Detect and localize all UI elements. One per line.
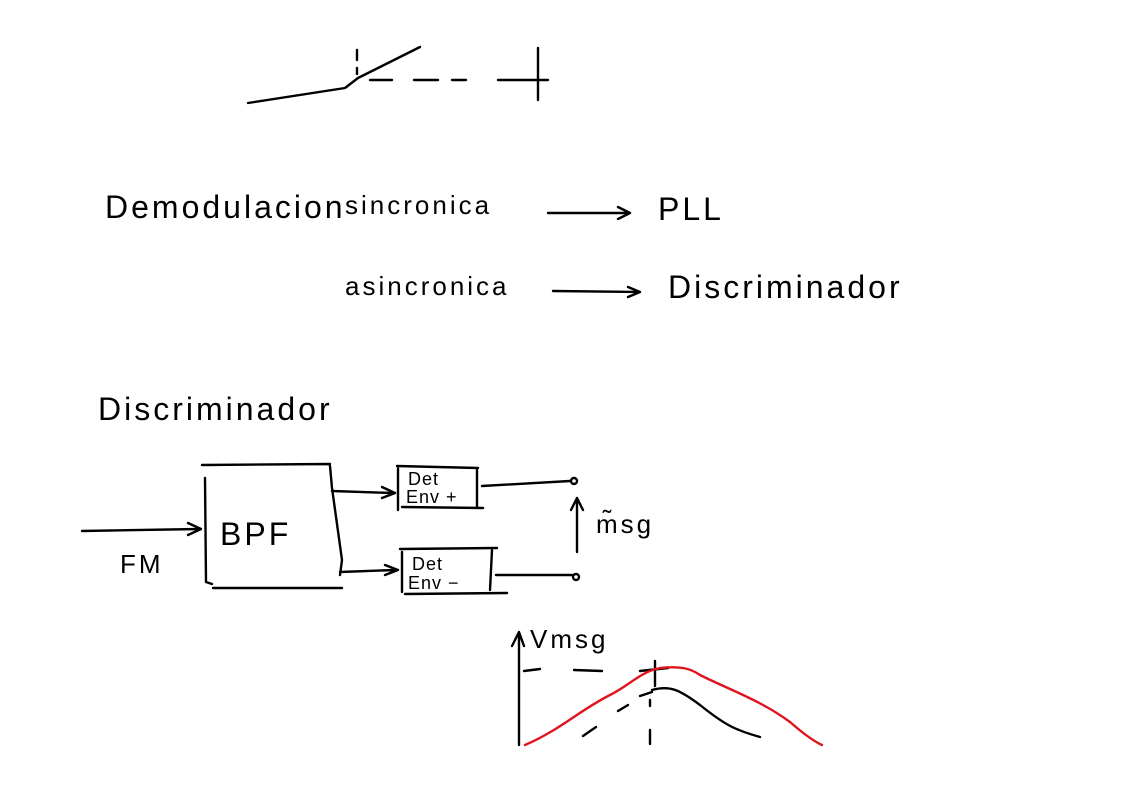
output-terminal-pos: [569, 476, 579, 486]
black-response-curve: [650, 686, 762, 739]
asynchronous-target: Discriminador: [668, 269, 903, 305]
output-terminal-neg: [571, 572, 581, 582]
y-axis-label: Vmsg: [530, 624, 608, 654]
det-neg-line1: Det: [412, 554, 443, 574]
arrow-icon: [551, 285, 642, 299]
bpf-label: BPF: [220, 516, 291, 552]
block-diagram: FM BPF Det Env + Det Env − m̃sg: [80, 462, 654, 596]
y-axis: [510, 630, 526, 747]
bpf-block: [200, 462, 344, 590]
asynchronous-label: asincronica: [345, 271, 510, 301]
synchronous-target: PLL: [658, 191, 724, 227]
red-response-curve: [523, 666, 824, 747]
demodulation-label: Demodulacion: [105, 189, 346, 225]
fm-label: FM: [120, 549, 164, 579]
output-label: m̃sg: [596, 509, 654, 539]
arrow-icon: [546, 205, 632, 221]
det-neg-line2: Env −: [408, 573, 460, 593]
output-voltage-arrow: [569, 496, 585, 554]
synchronous-label: sincronica: [345, 190, 492, 220]
det-env-neg-block: [398, 546, 509, 596]
top-sketch: [246, 45, 550, 105]
response-graph: Vmsg: [510, 624, 824, 747]
discriminator-heading: Discriminador: [98, 391, 333, 427]
fm-input-arrow: [80, 521, 203, 537]
det-env-pos-block: [395, 464, 485, 512]
det-pos-line1: Det: [408, 469, 439, 489]
det-pos-line2: Env +: [406, 487, 458, 507]
